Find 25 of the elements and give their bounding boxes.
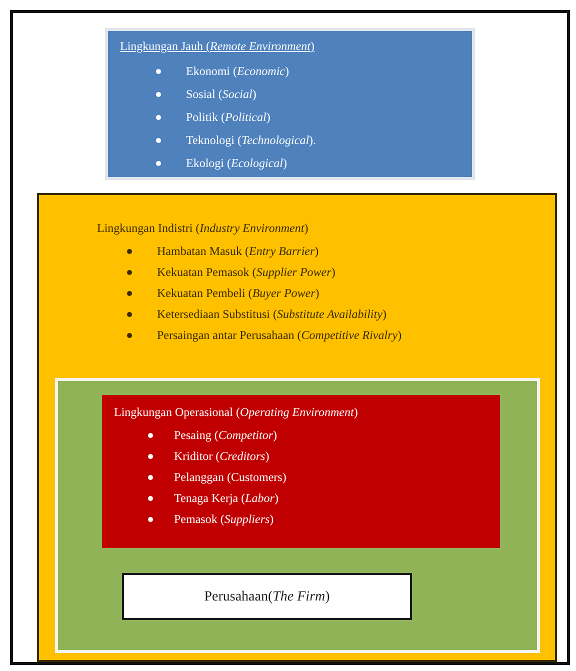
- industry-environment-box: [37, 193, 557, 662]
- operating-environment-box: [102, 395, 500, 548]
- firm-box: [122, 573, 412, 620]
- list-item: Kriditor (Creditors): [174, 449, 270, 464]
- list-item: Ekologi (Ecological): [186, 156, 287, 171]
- list-item: Politik (Political): [186, 110, 270, 125]
- list-item: Persaingan antar Perusahaan (Competitive Rivalry): [157, 328, 402, 343]
- list-item: Teknologi (Technological).: [186, 133, 316, 148]
- list-item: Pelanggan (Customers): [174, 470, 286, 485]
- list-item: Pesaing (Competitor): [174, 428, 277, 443]
- section-heading: Lingkungan Indistri (Industry Environment): [97, 221, 308, 236]
- firm-environment-panel: [55, 378, 540, 653]
- section-heading: Lingkungan Operasional (Operating Environment): [114, 405, 358, 420]
- list-item: Kekuatan Pemasok (Supplier Power): [157, 265, 336, 280]
- list-item: Kekuatan Pembeli (Buyer Power): [157, 286, 320, 301]
- outer-frame: [10, 10, 570, 665]
- list-item: Sosial (Social): [186, 87, 256, 102]
- list-item: Ekonomi (Economic): [186, 64, 289, 79]
- remote-environment-box: [105, 28, 475, 180]
- list-item: Hambatan Masuk (Entry Barrier): [157, 244, 319, 259]
- list-item: Ketersediaan Substitusi (Substitute Availability): [157, 307, 386, 322]
- firm-label: Perusahaan(The Firm): [204, 589, 330, 604]
- list-item: Pemasok (Suppliers): [174, 512, 274, 527]
- section-heading: Lingkungan Jauh (Remote Environment): [120, 39, 315, 54]
- list-item: Tenaga Kerja (Labor): [174, 491, 278, 506]
